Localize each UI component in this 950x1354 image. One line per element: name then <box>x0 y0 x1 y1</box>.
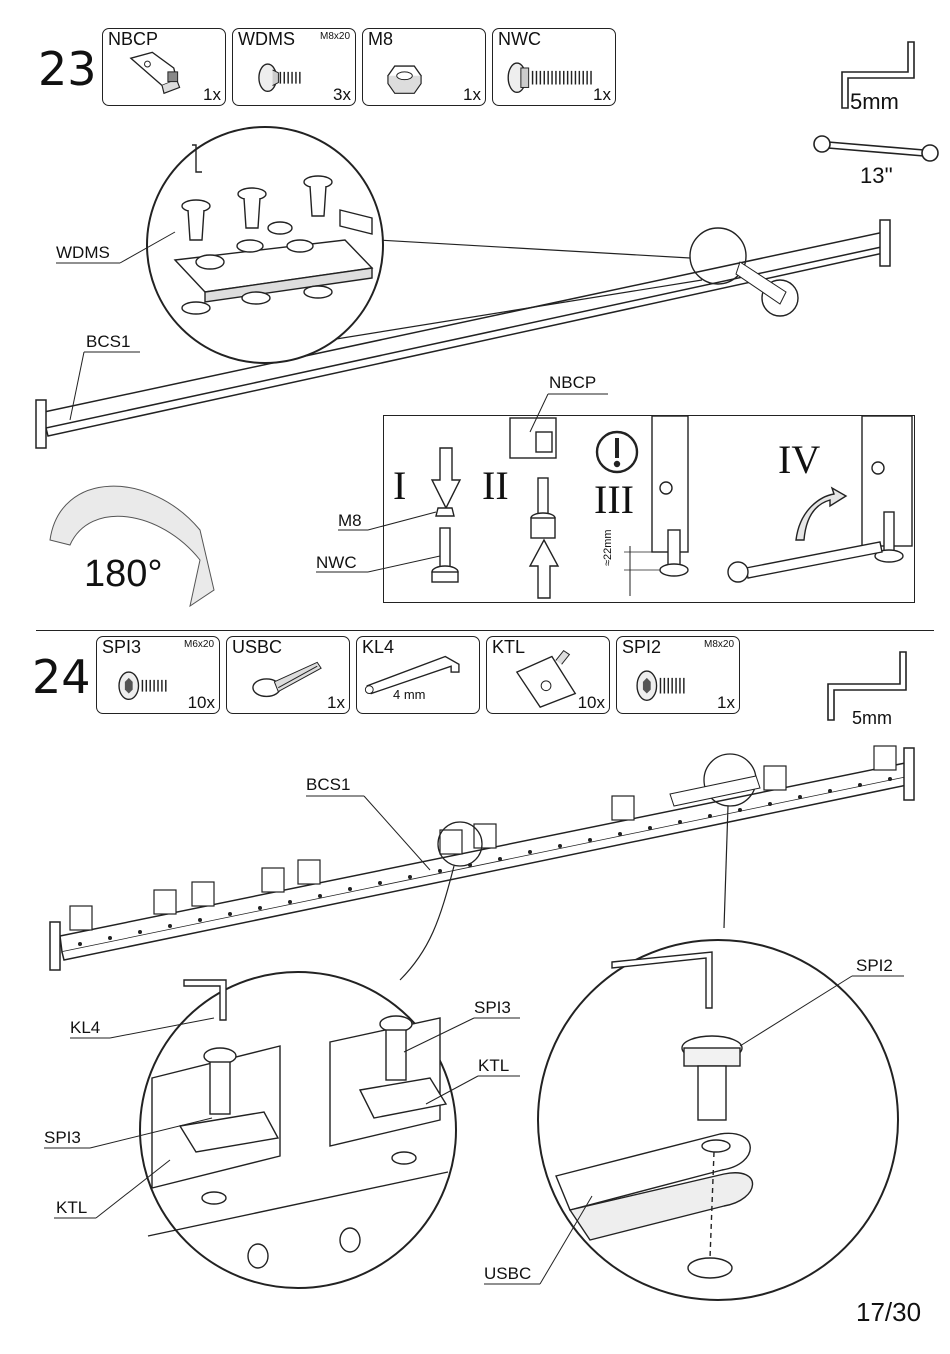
ktl-brackets <box>70 746 896 930</box>
label-kl4: KL4 <box>70 1019 100 1037</box>
label-spi3-right: SPI3 <box>474 999 511 1017</box>
label-spi2: SPI2 <box>856 957 893 975</box>
label-spi3-left: SPI3 <box>44 1129 81 1147</box>
page-number: 17/30 <box>856 1298 921 1326</box>
label-ktl-left: KTL <box>56 1199 87 1217</box>
label-bcs1: BCS1 <box>306 776 350 794</box>
label-usbc: USBC <box>484 1265 531 1283</box>
label-ktl-right: KTL <box>478 1057 509 1075</box>
